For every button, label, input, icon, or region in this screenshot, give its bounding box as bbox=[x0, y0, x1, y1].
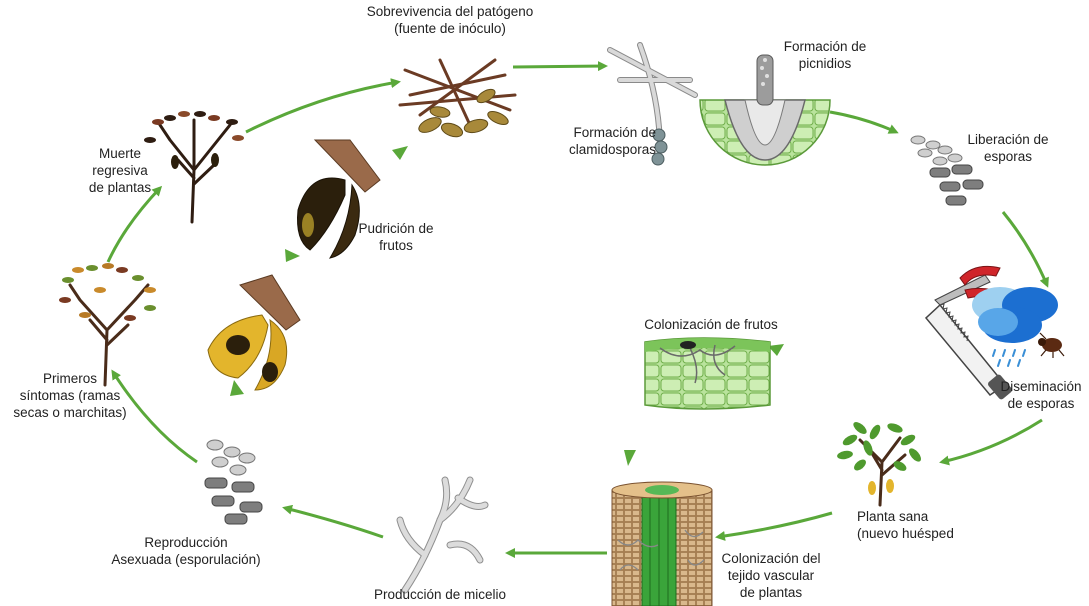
label-picnidios: Formación de picnidios bbox=[775, 38, 875, 72]
symptomatic-tree-illustration bbox=[59, 263, 156, 385]
label-micelio: Producción de micelio bbox=[360, 586, 520, 603]
fruit-tissue-illustration bbox=[645, 338, 770, 409]
label-muerte: Muerte regresiva de plantas bbox=[78, 145, 162, 196]
label-liberacion: Liberación de esporas bbox=[955, 131, 1061, 165]
arrow-muerte-to-sobrevivencia bbox=[246, 82, 398, 132]
arrow-planta-to-tejido bbox=[718, 513, 832, 537]
label-sobrevivencia: Sobrevivencia del patógeno (fuente de in… bbox=[352, 3, 548, 37]
conidia-illustration bbox=[205, 440, 262, 524]
label-reproduccion: Reproducción Asexuada (esporulación) bbox=[97, 534, 275, 568]
arrow-picnidios-to-liberacion bbox=[830, 112, 896, 132]
label-pudricion: Pudrición de frutos bbox=[346, 220, 446, 254]
rain-cloud-icon bbox=[972, 287, 1058, 366]
label-clamidosporas: Formación de clamidosporas bbox=[544, 124, 656, 158]
triangle-marker bbox=[624, 450, 636, 466]
triangle-marker bbox=[230, 380, 244, 396]
label-diseminacion: Diseminación de esporas bbox=[993, 378, 1089, 412]
arrow-sintomas-to-muerte bbox=[108, 188, 160, 262]
label-planta-sana: Planta sana (nuevo huésped bbox=[857, 508, 977, 542]
arrow-sobrevivencia-to-clamidosporas bbox=[513, 66, 605, 67]
label-colonizacion-frutos: Colonización de frutos bbox=[632, 316, 790, 333]
infected-fruit-illustration bbox=[208, 275, 300, 390]
arrow-liberacion-to-diseminacion bbox=[1003, 212, 1047, 285]
triangle-marker bbox=[285, 249, 300, 262]
healthy-plant-illustration bbox=[836, 420, 923, 505]
triangle-marker bbox=[392, 146, 408, 160]
vascular-tissue-illustration bbox=[612, 482, 712, 606]
label-colonizacion-vascular: Colonización del tejido vascular de plan… bbox=[708, 550, 834, 601]
arrow-micelio-to-reproduccion bbox=[285, 508, 383, 537]
plant-debris-illustration bbox=[400, 60, 515, 139]
arrow-diseminacion-to-planta bbox=[942, 420, 1042, 462]
mycelium-illustration bbox=[400, 480, 485, 590]
beetle-icon bbox=[1038, 333, 1064, 358]
label-primeros-sintomas: Primeros síntomas (ramas secas o marchit… bbox=[0, 370, 140, 421]
